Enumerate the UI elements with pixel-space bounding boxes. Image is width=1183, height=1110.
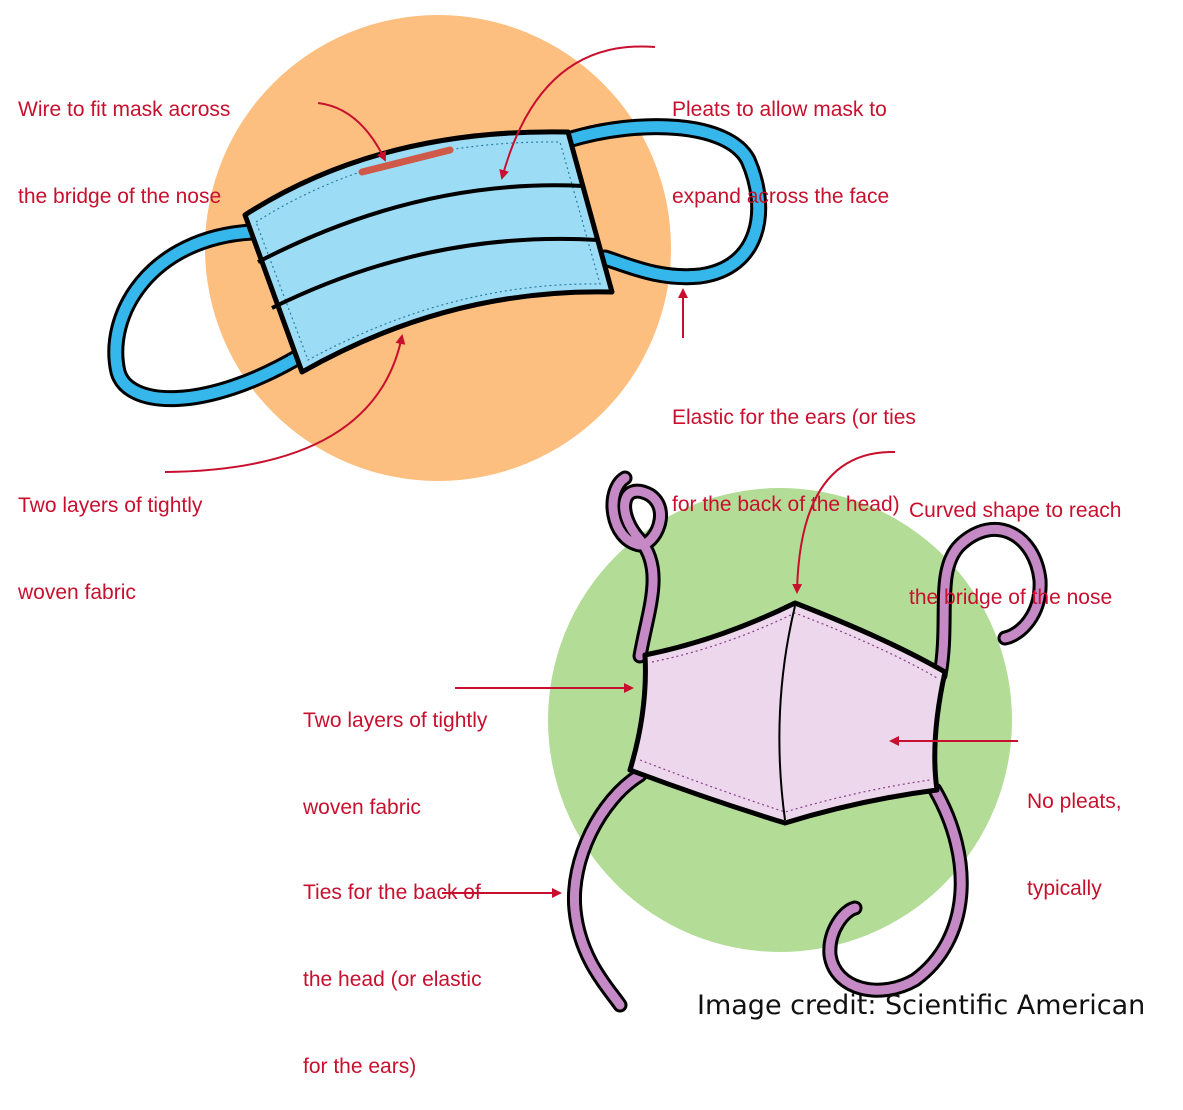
label-curved-shape: Curved shape to reach the bridge of the … — [909, 438, 1121, 641]
label-pleats: Pleats to allow mask to expand across th… — [672, 37, 889, 240]
image-credit: Image credit: Scientific American — [697, 990, 1145, 1021]
label-wire: Wire to fit mask across the bridge of th… — [18, 37, 230, 240]
label-no-pleats: No pleats, typically — [1027, 729, 1122, 932]
label-elastic: Elastic for the ears (or ties for the ba… — [672, 345, 916, 548]
label-surgical-layers: Two layers of tightly woven fabric — [18, 433, 202, 636]
label-ties: Ties for the back of the head (or elasti… — [303, 820, 482, 1110]
